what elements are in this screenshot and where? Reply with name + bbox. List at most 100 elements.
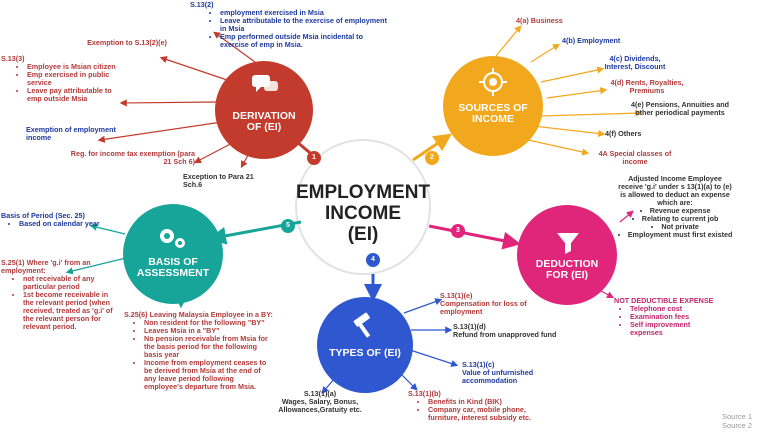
type-13-1b-head: S.13(1)(b) <box>408 389 441 398</box>
type-13-1a: S.13(1)(a) Wages, Salary, Bonus, Allowan… <box>275 390 365 414</box>
s256-block: S.25(6) Leaving Malaysia Employee in a B… <box>124 311 274 391</box>
deduction-item: Revenue expense <box>615 207 735 215</box>
not-deductible-item: Self improvement expenses <box>630 321 724 337</box>
target-icon <box>479 68 507 96</box>
center-title-line2: INCOME <box>325 203 401 224</box>
exemption-emp-text: Exemption of employment income <box>26 125 116 142</box>
types-label: TYPES OF (EI) <box>320 348 410 359</box>
deduction-label-line2: FOR (EI) <box>546 269 588 281</box>
not-deductible-head: NOT DEDUCTIBLE EXPENSE <box>614 296 714 305</box>
s132-item: Leave attributable to the exercise of em… <box>220 17 390 33</box>
s133-item: Emp exercised in public service <box>27 71 121 87</box>
source-footer-2: Source 2 <box>721 421 752 430</box>
deduction-circle[interactable] <box>517 205 617 305</box>
derivation-label-line1: DERIVATION <box>232 110 296 122</box>
source-4b: 4(b) Employment <box>562 36 621 45</box>
badge-5: 5 <box>281 219 295 233</box>
type-13-1b-item: Benefits in Kind (BIK) <box>428 398 538 406</box>
s132-block: S.13(2) employment exercised in Msia Lea… <box>190 1 390 49</box>
source-4e: 4(e) Pensions, Annuities and other perio… <box>631 100 729 117</box>
basis-circle[interactable] <box>123 204 223 304</box>
basis-label-line2: ASSESSMENT <box>136 267 210 279</box>
center-title-line1: EMPLOYMENT <box>295 182 431 203</box>
badge-2: 2 <box>425 151 439 165</box>
type-13-1d-body: Refund from unapproved fund <box>453 330 557 339</box>
exception-text: Exception to Para 21 Sch.6 <box>183 172 254 189</box>
sources-circle[interactable] <box>443 56 543 156</box>
basis-period-item: Based on calendar year <box>19 220 101 228</box>
badge-3: 3 <box>451 224 465 238</box>
basis-period-block: Basis of Period (Sec. 25) Based on calen… <box>1 212 101 228</box>
deduction-item: Not private <box>615 223 735 231</box>
s256-item: Income from employment ceases to be deri… <box>144 359 274 391</box>
speech-bubbles-icon <box>252 75 278 92</box>
exemption-text: Exemption to S.13(2)(e) <box>87 38 167 47</box>
type-13-1b-item: Company car, mobile phone, furniture, in… <box>428 406 538 422</box>
center-title-line3: (EI) <box>347 224 379 245</box>
type-13-1a-body: Wages, Salary, Bonus, Allowances,Gratuit… <box>278 397 362 414</box>
type-13-1e-head: S.13(1)(e) <box>440 291 473 300</box>
source-4special: 4A Special classes of income <box>598 149 672 166</box>
deduction-label-line1: DEDUCTION <box>535 258 599 270</box>
deduction-item: Employment must first existed <box>615 231 735 239</box>
types-circle[interactable] <box>317 297 413 393</box>
derivation-label: DERIVATION OF (EI) <box>219 111 309 133</box>
sources-label: SOURCES OF INCOME <box>448 103 538 125</box>
derivation-circle[interactable] <box>215 61 313 159</box>
s133-item: Employee is Msian citizen <box>27 63 121 71</box>
deduction-label: DEDUCTION FOR (EI) <box>522 259 612 281</box>
source-4d: 4(d) Rents, Royalties, Premiums <box>610 78 684 95</box>
s133-item: Leave pay attributable to emp outside Ms… <box>27 87 121 103</box>
s132-item: Emp performed outside Msia incidental to… <box>220 33 390 49</box>
s256-item: Leaves Msia in a "BY" <box>144 327 274 335</box>
s133-block: S.13(3) Employee is Msian citizen Emp ex… <box>1 55 121 103</box>
source-4c: 4(c) Dividends, Interest, Discount <box>604 54 666 71</box>
derivation-branches <box>97 31 256 169</box>
s133-head: S.13(3) <box>1 54 25 63</box>
type-13-1a-head: S.13(1)(a) <box>303 389 337 398</box>
basis-label: BASIS OF ASSESSMENT <box>128 257 218 279</box>
type-13-1e-body: Compensation for loss of employment <box>440 299 527 316</box>
deduction-item: Relating to current job <box>615 215 735 223</box>
sources-branches <box>495 25 643 156</box>
basis-label-line1: BASIS OF <box>148 256 198 268</box>
hammer-icon <box>353 312 371 338</box>
s132-item: employment exercised in Msia <box>220 9 390 17</box>
s251-item: not receivable of any particular period <box>23 275 116 291</box>
deduction-intro: Adjusted Income Employee receive 'g.i' u… <box>618 174 732 207</box>
source-4f: 4(f) Others <box>605 129 642 138</box>
sources-label-line2: INCOME <box>472 113 514 125</box>
badge-1: 1 <box>307 151 321 165</box>
sources-label-line1: SOURCES OF <box>458 102 528 114</box>
center-circle <box>295 139 431 275</box>
types-label-line1: TYPES OF (EI) <box>329 347 401 359</box>
gears-icon <box>160 229 185 248</box>
s256-head: S.25(6) Leaving Malaysia Employee in a B… <box>124 310 273 319</box>
s132-head: S.13(2) <box>190 0 214 9</box>
derivation-label-line2: OF (EI) <box>246 121 282 133</box>
s251-block: S.25(1) Where 'g.i' from an employment: … <box>1 259 116 331</box>
source-footer-1: Source 1 <box>721 412 752 421</box>
not-deductible-block: NOT DEDUCTIBLE EXPENSE Telephone cost Ex… <box>614 297 724 337</box>
not-deductible-item: Telephone cost <box>630 305 724 313</box>
source-4a: 4(a) Business <box>516 16 563 25</box>
type-13-1c-body: Value of unfurnished accommodation <box>462 368 534 385</box>
s251-head: S.25(1) Where 'g.i' from an employment: <box>1 258 91 275</box>
badge-4: 4 <box>366 253 380 267</box>
center-title: EMPLOYMENT INCOME (EI) <box>268 182 458 245</box>
basis-period-head: Basis of Period (Sec. 25) <box>1 211 85 220</box>
s251-item: 1st become receivable in the relevant pe… <box>23 291 116 331</box>
type-13-1c-head: S.13(1)(c) <box>462 360 495 369</box>
deduction-block: Adjusted Income Employee receive 'g.i' u… <box>615 175 735 239</box>
s256-item: Non resident for the following "BY" <box>144 319 274 327</box>
type-13-1c: S.13(1)(c) Value of unfurnished accommod… <box>462 361 572 385</box>
type-13-1d-head: S.13(1)(d) <box>453 322 486 331</box>
type-13-1e: S.13(1)(e) Compensation for loss of empl… <box>440 292 550 316</box>
type-13-1b: S.13(1)(b) Benefits in Kind (BIK) Compan… <box>408 390 538 422</box>
reg-text: Reg. for income tax exemption (para 21 S… <box>70 149 195 166</box>
not-deductible-item: Examination fees <box>630 313 724 321</box>
type-13-1d: S.13(1)(d) Refund from unapproved fund <box>453 323 563 339</box>
funnel-icon <box>557 233 579 254</box>
s256-item: No pension receivable from Msia for the … <box>144 335 274 359</box>
